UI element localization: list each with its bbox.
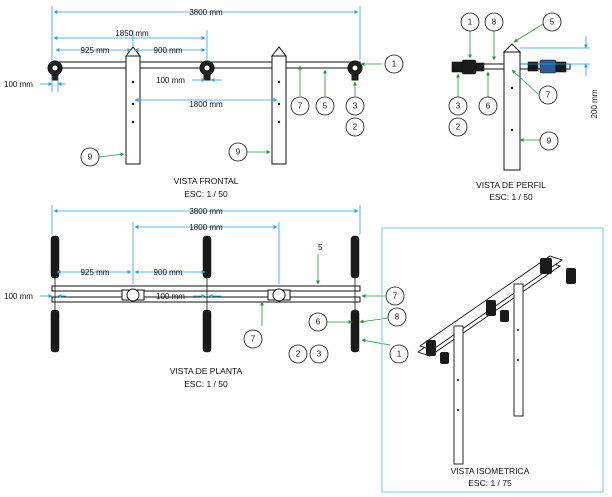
dim-plan-100b: 100 mm <box>156 292 185 301</box>
callout-front-5: 5 <box>323 102 328 111</box>
dim-plan-100a: 100 mm <box>4 292 33 301</box>
callout-profile-8: 8 <box>492 18 497 27</box>
callout-front-2: 2 <box>353 123 358 132</box>
profile-insulators <box>451 59 567 75</box>
front-dimensions <box>40 6 361 102</box>
callout-plan-6: 6 <box>316 318 321 327</box>
front-insulators <box>47 60 363 81</box>
front-pole-right <box>271 55 287 165</box>
callout-plan-7a: 7 <box>393 292 398 301</box>
front-view: 3800 mm 1850 mm 925 mm 900 mm 100 mm 100… <box>4 6 404 199</box>
front-pole-left <box>125 55 141 165</box>
dim-front-total: 3800 mm <box>189 8 223 17</box>
iso-view-title: VISTA ISOMETRICA <box>451 466 530 476</box>
callout-profile-6: 6 <box>486 102 491 111</box>
callout-profile-1: 1 <box>468 18 473 27</box>
callout-front-3: 3 <box>353 102 358 111</box>
callout-front-9a: 9 <box>88 153 93 162</box>
callout-plan-8: 8 <box>395 313 400 322</box>
dim-plan-900: 900 mm <box>154 268 183 277</box>
profile-view: 200 mm 1 8 5 3 2 6 7 9 VISTA DE PERFIL E… <box>448 12 599 202</box>
callout-plan-5-label: 5 <box>318 243 323 252</box>
callout-front-7: 7 <box>298 102 303 111</box>
plan-view-scale: ESC: 1 / 50 <box>184 379 228 389</box>
front-view-title: VISTA FRONTAL <box>174 176 239 186</box>
dim-front-925: 925 mm <box>81 46 110 55</box>
dim-front-100b: 100 mm <box>156 76 185 85</box>
dim-front-100a: 100 mm <box>4 80 33 89</box>
callout-plan-7b: 7 <box>251 335 256 344</box>
dim-plan-1800: 1800 mm <box>189 223 223 232</box>
front-view-scale: ESC: 1 / 50 <box>184 189 228 199</box>
profile-pole <box>503 51 521 171</box>
callout-plan-3: 3 <box>317 350 322 359</box>
plan-view: 3800 mm 1800 mm 925 mm 900 mm 100 mm 100… <box>4 205 409 389</box>
iso-frame <box>381 227 604 493</box>
dim-plan-925: 925 mm <box>81 268 110 277</box>
callout-front-1: 1 <box>392 60 397 69</box>
callout-profile-2: 2 <box>456 123 461 132</box>
callout-front-9b: 9 <box>236 148 241 157</box>
profile-view-title: VISTA DE PERFIL <box>476 180 546 190</box>
plan-insulators <box>50 235 360 353</box>
callout-plan-2: 2 <box>296 350 301 359</box>
dim-front-1800: 1800 mm <box>189 100 223 109</box>
profile-view-scale: ESC: 1 / 50 <box>489 192 533 202</box>
callout-profile-7: 7 <box>546 91 551 100</box>
dim-front-1850: 1850 mm <box>115 29 149 38</box>
dim-profile-200: 200 mm <box>590 89 599 118</box>
plan-view-title: VISTA DE PLANTA <box>170 366 243 376</box>
callout-profile-3: 3 <box>456 102 461 111</box>
callout-plan-1: 1 <box>397 350 402 359</box>
callout-profile-5: 5 <box>550 18 555 27</box>
iso-view-scale: ESC: 1 / 75 <box>468 478 512 488</box>
dim-plan-total: 3800 mm <box>189 207 223 216</box>
dim-front-900: 900 mm <box>154 46 183 55</box>
callout-profile-9: 9 <box>547 137 552 146</box>
iso-view: VISTA ISOMETRICA ESC: 1 / 75 <box>381 227 604 493</box>
